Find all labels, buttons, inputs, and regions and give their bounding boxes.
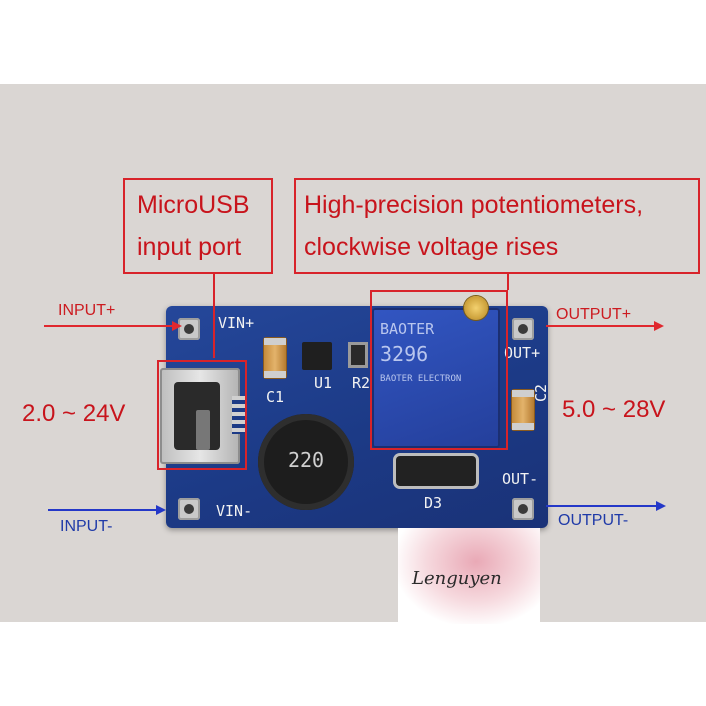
watermark-text: Lenguyen bbox=[412, 568, 502, 589]
mount-hole-top-right bbox=[512, 318, 534, 340]
microusb-callout-line2: input port bbox=[137, 233, 242, 261]
out-minus-label: OUT- bbox=[502, 470, 539, 488]
output-plus-label: OUTPUT+ bbox=[556, 306, 632, 323]
resistor-r2 bbox=[348, 342, 368, 368]
vin-minus-label: VIN- bbox=[216, 502, 253, 520]
diode-d3 bbox=[396, 456, 476, 486]
microusb-tongue bbox=[196, 410, 210, 450]
potentiometer-callout-line1: High-precision potentiometers, bbox=[304, 191, 644, 219]
output-voltage-range: 5.0 ~ 28V bbox=[562, 396, 666, 423]
microusb-callout: MicroUSB input port bbox=[123, 178, 273, 274]
microusb-port bbox=[160, 368, 240, 464]
ic-u1 bbox=[302, 342, 332, 370]
capacitor-c2 bbox=[512, 390, 534, 430]
potentiometer: BAOTER 3296 BAOTER ELECTRON bbox=[372, 308, 500, 448]
microusb-opening bbox=[174, 382, 220, 450]
mount-hole-top-left bbox=[178, 318, 200, 340]
potentiometer-callout: High-precision potentiometers, clockwise… bbox=[294, 178, 700, 274]
u1-label: U1 bbox=[314, 374, 333, 392]
potentiometer-callout-line2: clockwise voltage rises bbox=[304, 233, 559, 261]
input-minus-label: INPUT- bbox=[60, 518, 113, 535]
usb-pins bbox=[232, 396, 246, 434]
input-plus-label: INPUT+ bbox=[58, 302, 116, 319]
mount-hole-bottom-left bbox=[178, 498, 200, 520]
out-plus-label: OUT+ bbox=[504, 344, 541, 362]
watermark-logo: Lenguyen bbox=[398, 528, 540, 624]
pot-maker: BAOTER ELECTRON bbox=[380, 374, 462, 384]
r2-label: R2 bbox=[352, 374, 371, 392]
inductor: 220 bbox=[258, 414, 354, 510]
capacitor-c1 bbox=[264, 338, 286, 378]
microusb-callout-line1: MicroUSB bbox=[137, 191, 250, 219]
mount-hole-bottom-right bbox=[512, 498, 534, 520]
c1-label: C1 bbox=[266, 388, 285, 406]
potentiometer-highlight-box bbox=[370, 290, 508, 450]
inductor-value: 220 bbox=[287, 448, 325, 472]
input-voltage-range: 2.0 ~ 24V bbox=[22, 400, 126, 427]
microusb-highlight-box bbox=[157, 360, 247, 470]
pot-brand: BAOTER bbox=[380, 320, 435, 338]
d3-label: D3 bbox=[424, 494, 443, 512]
pot-model: 3296 bbox=[380, 342, 429, 366]
output-minus-label: OUTPUT- bbox=[558, 512, 629, 529]
vin-plus-label: VIN+ bbox=[218, 314, 255, 332]
potentiometer-screw bbox=[464, 296, 488, 320]
